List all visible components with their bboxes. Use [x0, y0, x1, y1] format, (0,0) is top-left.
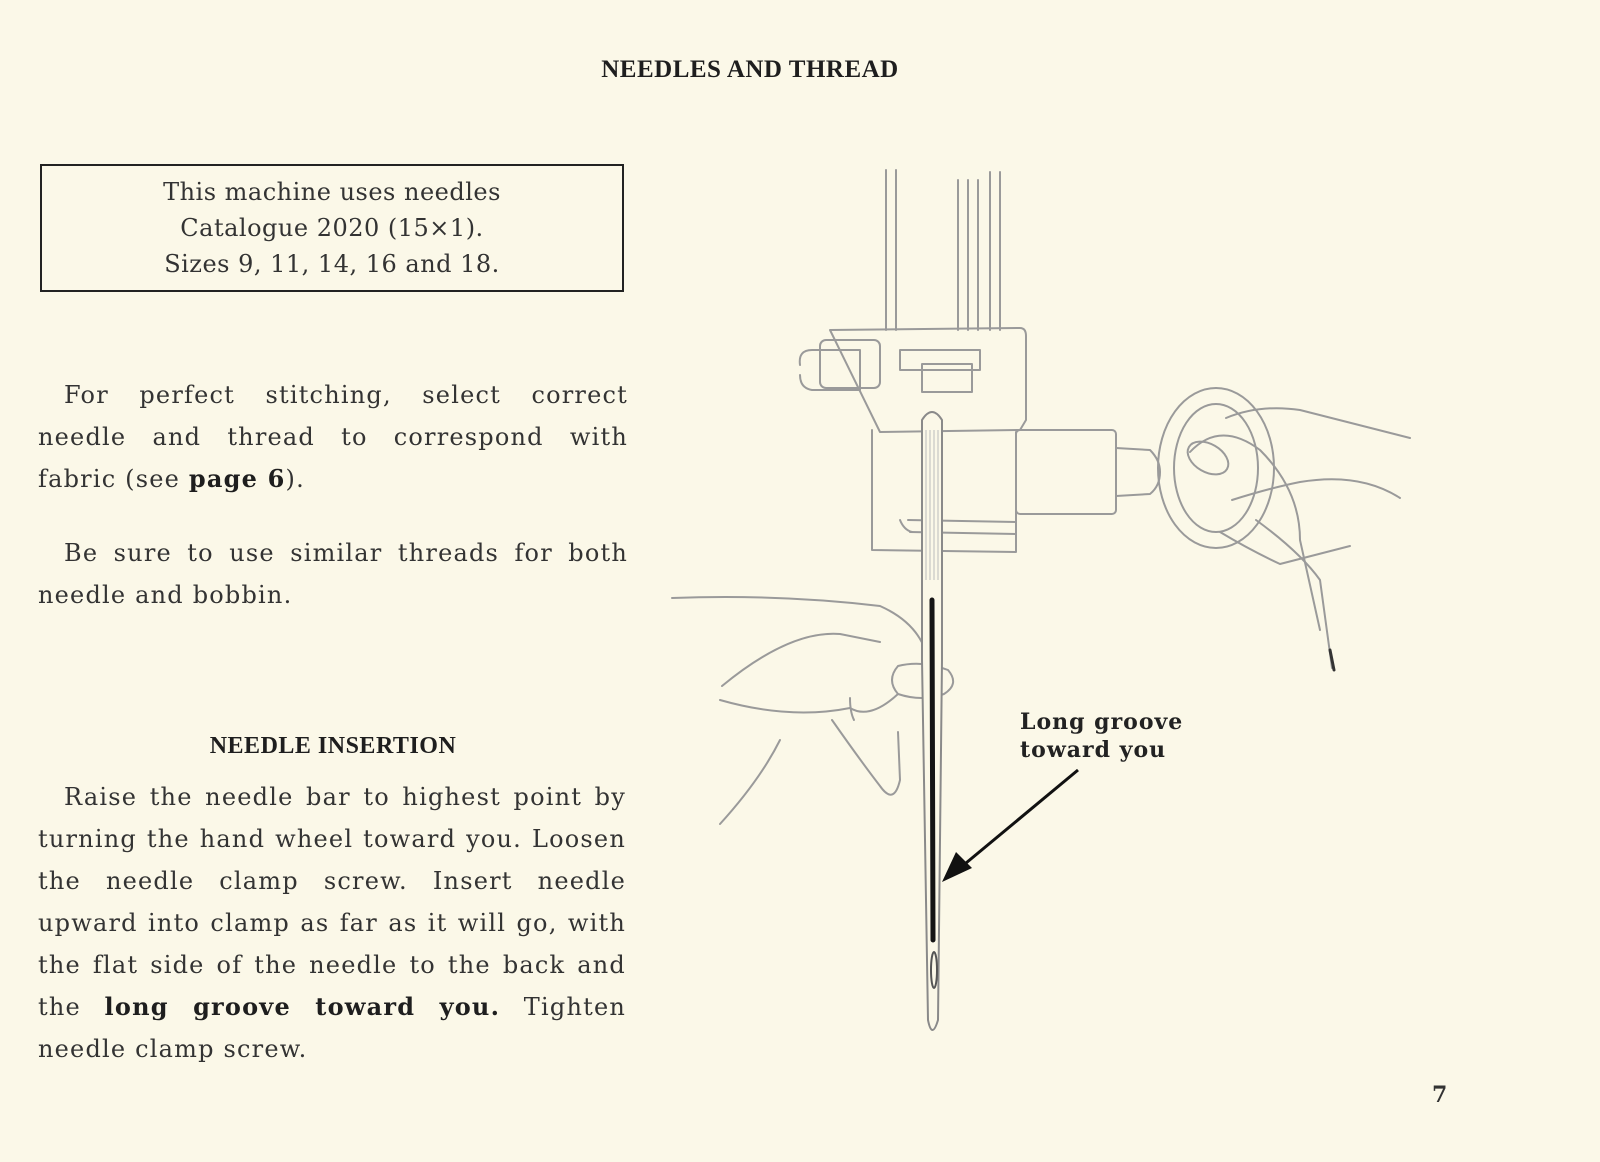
- intro-paragraph-stitching: For perfect stitching, select correct ne…: [38, 381, 628, 493]
- right-hand-icon: [1186, 407, 1411, 672]
- intro-paragraph-threads: Be sure to use similar threads for both …: [38, 539, 628, 609]
- callout-arrow-icon: [942, 768, 1079, 882]
- clamp-screw-icon: [1015, 387, 1275, 549]
- left-hand-icon: [671, 596, 955, 825]
- page-reference: page 6: [188, 464, 286, 493]
- spec-line-1: This machine uses needles: [163, 178, 501, 206]
- callout-label: Long groove toward you: [1020, 708, 1183, 764]
- spec-line-3: Sizes 9, 11, 14, 16 and 18.: [164, 250, 500, 278]
- needle-spec-box: This machine uses needles Catalogue 2020…: [40, 164, 624, 292]
- needle-icon: [921, 411, 943, 1031]
- page-title: NEEDLES AND THREAD: [601, 56, 899, 83]
- emphasis-long-groove: long groove toward you.: [104, 992, 501, 1021]
- needle-clamp-icon: [798, 327, 1027, 553]
- insertion-instructions: Raise the needle bar to highest point by…: [38, 783, 627, 1063]
- callout-line-2: toward you: [1020, 737, 1167, 763]
- section-heading-needle-insertion: NEEDLE INSERTION: [209, 733, 457, 759]
- callout-line-1: Long groove: [1020, 709, 1184, 735]
- spec-line-2: Catalogue 2020 (15×1).: [180, 214, 484, 242]
- needle-insertion-illustration: [671, 169, 1411, 1031]
- needle-bar-icon: [885, 169, 1001, 331]
- page-number: 7: [1432, 1082, 1448, 1108]
